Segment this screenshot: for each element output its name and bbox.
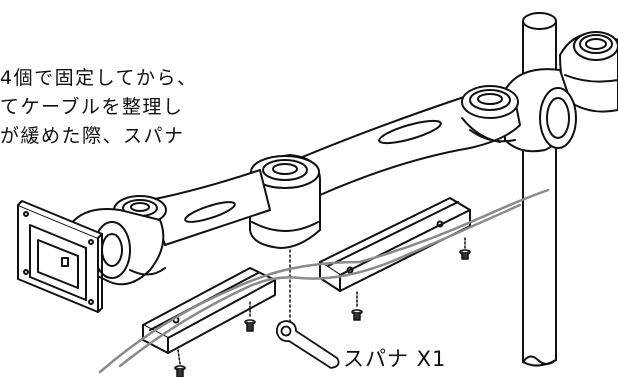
screw-icon bbox=[351, 291, 363, 321]
instruction-line-2: てケーブルを整理し bbox=[0, 96, 184, 118]
instruction-line-1: 4個で固定してから、 bbox=[0, 67, 198, 89]
spanner-label: スパナ X1 bbox=[343, 347, 447, 371]
spanner-icon bbox=[276, 320, 340, 369]
screw-icon bbox=[244, 301, 256, 332]
screw-icon bbox=[174, 349, 186, 377]
middle-joint bbox=[249, 154, 321, 249]
screw-icon bbox=[459, 237, 471, 260]
pole-collar bbox=[504, 68, 577, 153]
screws bbox=[174, 237, 471, 377]
cable-tray-right bbox=[319, 197, 471, 292]
upper-arm bbox=[299, 85, 521, 196]
pole bbox=[522, 12, 557, 367]
instruction-text: 4個で固定してから、 てケーブルを整理し が緩めた際、スパナ bbox=[0, 64, 198, 151]
cable-tray-left bbox=[142, 267, 276, 354]
instruction-line-3: が緩めた際、スパナ bbox=[0, 125, 185, 147]
vesa-plate bbox=[17, 200, 103, 313]
pole-clamp-upper bbox=[559, 31, 618, 113]
cables bbox=[98, 188, 550, 374]
